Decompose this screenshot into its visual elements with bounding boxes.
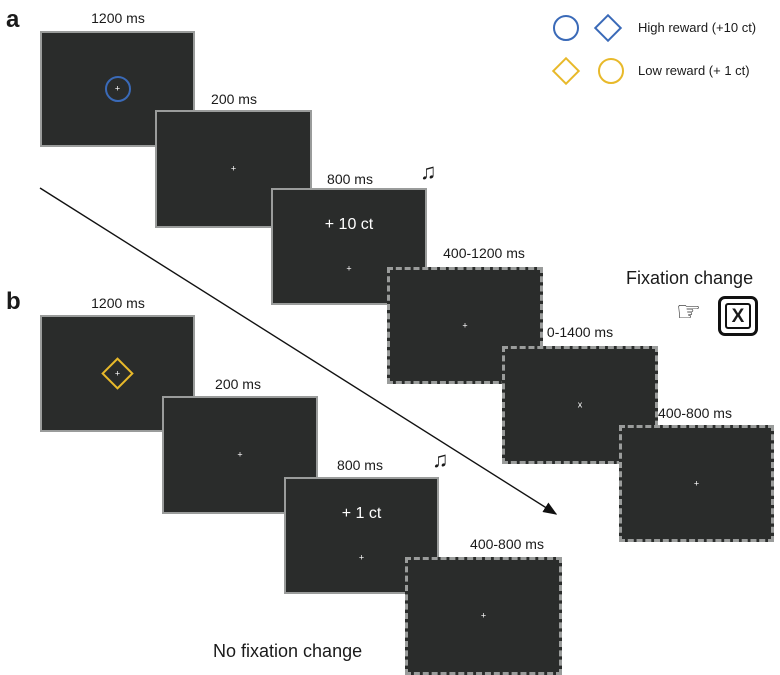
music-note-icon: ♫ (420, 159, 437, 184)
legend-low-circle-icon (598, 58, 624, 84)
b-reward-text: + 1 ct (341, 505, 382, 522)
pointing-hand-icon: ☞ (676, 296, 702, 327)
fixation-cross: + (693, 478, 700, 488)
fixation-cross: + (358, 552, 365, 563)
panel-label-a: a (6, 6, 20, 33)
a-fixation-duration: 200 ms (211, 91, 257, 107)
fixation-cross: + (237, 449, 243, 460)
a-change-duration: 0-1400 ms (546, 324, 614, 340)
fixation-cross: + (114, 368, 121, 378)
no-fixation-change-label: No fixation change (213, 641, 363, 661)
a-reward-text: + 10 ct (324, 216, 374, 233)
fixation-cross: + (114, 83, 121, 94)
response-icon: ☞ X (676, 296, 768, 342)
music-note-icon: ♫ (432, 447, 449, 472)
fixation-cross: + (480, 610, 487, 621)
high-reward-circle-icon (104, 76, 131, 102)
response-key-label: X (725, 303, 751, 329)
a-feedback-duration: 800 ms (327, 171, 373, 187)
b-feedback-duration: 800 ms (337, 457, 383, 473)
a-cue-duration: 1200 ms (91, 10, 145, 26)
legend-high-circle-icon (553, 15, 579, 41)
legend-high-label: High reward (+10 ct) (638, 20, 757, 35)
panel-label-b: b (6, 288, 21, 315)
b-end-screen: + (405, 557, 562, 675)
fixation-change-label: Fixation change (626, 268, 754, 288)
b-fixation-duration: 200 ms (215, 376, 261, 392)
b-end-duration: 400-800 ms (470, 536, 544, 552)
b-cue-duration: 1200 ms (91, 295, 145, 311)
legend-low-label: Low reward (+ 1 ct) (638, 63, 750, 78)
fixation-change-x: x (577, 399, 583, 410)
key-x-icon: X (718, 296, 758, 336)
a-end-screen: + (619, 425, 774, 542)
fixation-cross: + (230, 163, 237, 174)
a-end-duration: 400-800 ms (658, 405, 732, 421)
fixation-cross: + (462, 320, 468, 330)
fixation-cross: + (346, 263, 352, 274)
a-delay-duration: 400-1200 ms (443, 245, 525, 261)
